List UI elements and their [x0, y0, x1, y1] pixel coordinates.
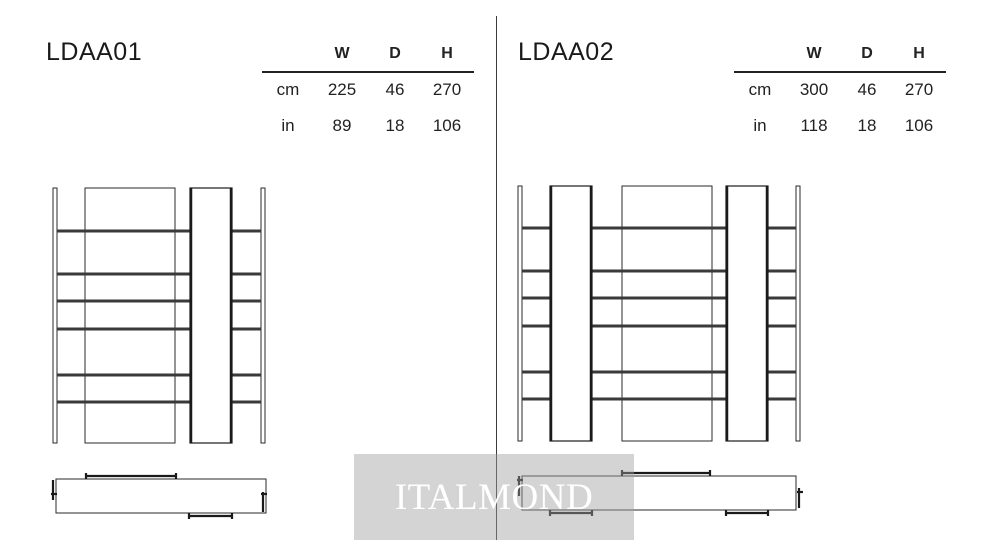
plan-view-drawing — [51, 473, 267, 519]
side-upright — [260, 187, 266, 444]
depth-header: D — [389, 45, 401, 62]
model-code: LDAA01 — [46, 38, 143, 66]
shelves — [522, 226, 796, 401]
width-value: 225 — [327, 80, 357, 99]
front-elevation-drawing — [52, 187, 266, 444]
tall-cabinet — [189, 187, 233, 444]
depth-value: 46 — [385, 80, 405, 99]
unit-label: in — [281, 116, 295, 135]
dimensions-table: W D H cm 300 46 270 in 118 18 106 — [734, 45, 946, 155]
height-value: 270 — [904, 80, 934, 99]
back-panel — [84, 187, 176, 444]
height-header: H — [913, 45, 925, 62]
side-upright — [52, 187, 58, 444]
plan-outline — [521, 475, 797, 511]
back-panel — [621, 185, 713, 442]
side-upright — [517, 185, 523, 442]
depth-value: 46 — [857, 80, 877, 99]
model-code: LDAA02 — [518, 38, 615, 66]
unit-label: cm — [276, 80, 300, 99]
tall-cabinet — [549, 185, 593, 442]
depth-header: D — [861, 45, 873, 62]
unit-label: in — [753, 116, 767, 135]
width-header: W — [334, 45, 350, 62]
height-value: 270 — [432, 80, 462, 99]
plan-view-drawing — [517, 470, 803, 516]
watermark-overlay: ITALMOND — [354, 454, 634, 540]
depth-value: 18 — [857, 116, 877, 135]
plan-outline — [55, 478, 267, 514]
front-elevation-drawing — [517, 185, 801, 442]
tall-cabinet — [725, 185, 769, 442]
width-value: 118 — [800, 116, 828, 135]
header-rule — [734, 71, 946, 73]
depth-value: 18 — [385, 116, 405, 135]
height-value: 106 — [904, 116, 934, 135]
header-rule — [262, 71, 474, 73]
panel-divider — [496, 16, 497, 540]
height-value: 106 — [432, 116, 462, 135]
watermark-text: ITALMOND — [394, 477, 594, 518]
dimensions-table: W D H cm 225 46 270 in 89 18 106 — [262, 45, 474, 155]
side-upright — [795, 185, 801, 442]
shelves — [57, 229, 261, 404]
width-value: 89 — [332, 116, 352, 135]
unit-label: cm — [748, 80, 772, 99]
height-header: H — [441, 45, 453, 62]
width-header: W — [806, 45, 822, 62]
width-value: 300 — [799, 80, 829, 99]
